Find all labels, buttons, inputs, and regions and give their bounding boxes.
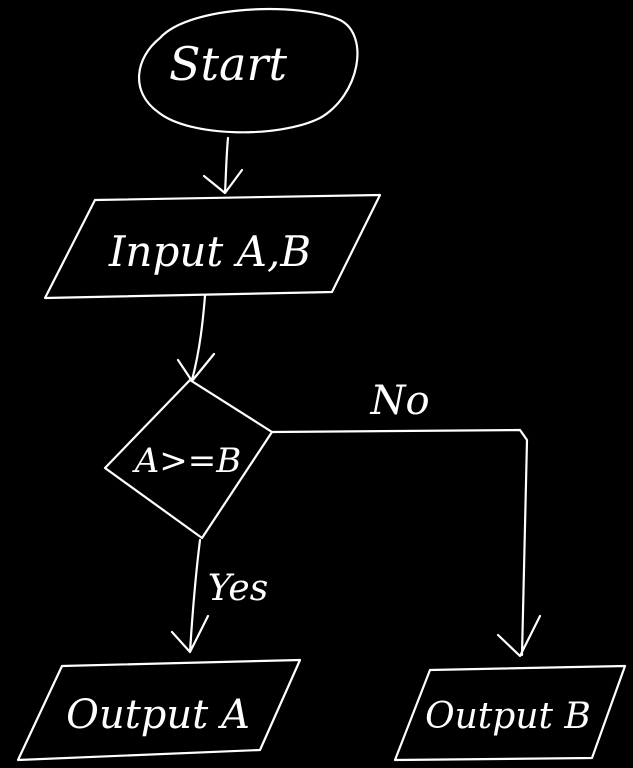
arrow-input-to-decision [176, 294, 216, 383]
output-b-node-label: Output B [425, 696, 591, 737]
input-node-parallelogram [43, 193, 382, 300]
yes-branch-label: Yes [208, 568, 268, 609]
no-branch-line [270, 428, 542, 658]
start-node-oval [137, 7, 359, 134]
output-b-node-parallelogram [393, 664, 627, 762]
decision-node-diamond [103, 378, 274, 540]
start-node-label: Start [169, 37, 287, 91]
output-a-node-label: Output A [66, 692, 250, 738]
output-a-node-parallelogram [16, 658, 302, 762]
no-branch-label: No [369, 378, 429, 424]
yes-branch-line [170, 538, 210, 654]
decision-node-label: A>=B [132, 441, 242, 481]
arrow-start-to-input [202, 136, 244, 195]
input-node-label: Input A,B [108, 227, 311, 276]
